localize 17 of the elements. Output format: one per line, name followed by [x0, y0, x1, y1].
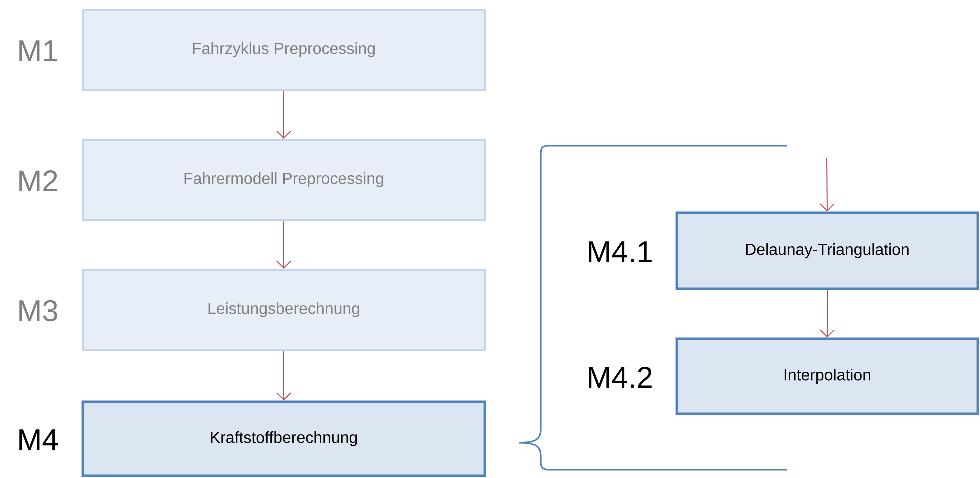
module-label: M1 [20, 40, 58, 62]
arrow [276, 220, 292, 269]
arrow [820, 290, 835, 338]
arrow [276, 90, 292, 139]
module-label: M3 [20, 300, 58, 322]
process-box: Delaunay-Triangulation [676, 212, 980, 290]
arrow [820, 158, 835, 212]
arrow [276, 350, 292, 401]
process-box: Interpolation [676, 338, 980, 416]
process-box: Leistungsberechnung [82, 269, 486, 351]
module-label: M4.1 [589, 242, 652, 262]
module-label: M4.2 [589, 367, 652, 388]
process-box: Fahrermodell Preprocessing [82, 139, 486, 221]
module-label: M4 [20, 430, 58, 450]
process-box: Fahrzyklus Preprocessing [82, 9, 486, 91]
module-label: M2 [20, 170, 58, 192]
process-box: Kraftstoffberechnung [82, 400, 486, 478]
